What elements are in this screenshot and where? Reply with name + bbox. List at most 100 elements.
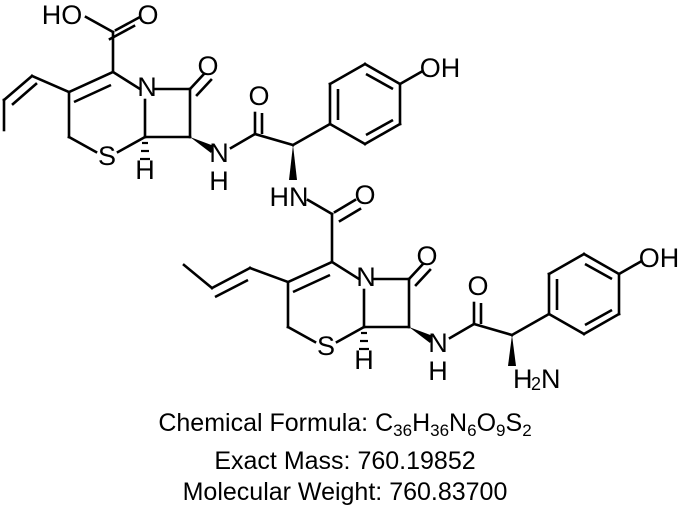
upper-glycine-hn-wedge-stereo	[289, 145, 297, 180]
upper-c6-h-hash-stereo	[140, 141, 150, 161]
label-bot-amide-o: O	[467, 271, 488, 301]
bond-ring-ch2-s	[67, 135, 98, 154]
label-bot-lactam-o: O	[416, 241, 437, 271]
bond-aryl-5	[363, 122, 402, 146]
bond-lower-propenyl-double-1	[210, 266, 252, 290]
bond-lower-ring-c2-n	[330, 260, 361, 281]
label-top-acid-o: O	[137, 0, 158, 30]
bond-lower-propenyl-to-ring	[248, 266, 290, 284]
wedge-lower-alpha-to-nh2	[508, 335, 516, 366]
bond-lower-ring-c3-c2-inner	[292, 273, 331, 294]
bond-lower-aryl-3-inner	[584, 262, 613, 281]
lower-dihydrothiazine-ring	[286, 260, 366, 344]
label-bot-phenol-oh: OH	[639, 243, 680, 273]
chemical-formula-value: C36H36N6O9S2	[375, 409, 532, 440]
label-mid-amide-o: O	[354, 180, 375, 210]
label-bot-amide-nh-n: N	[428, 328, 448, 358]
label-top-acid-ho: HO	[42, 0, 83, 30]
bond-ring-s-c6	[116, 135, 147, 154]
bond-aryl-2	[328, 62, 367, 86]
bond-lower-aryl-5	[582, 312, 621, 336]
bond-lower-lactam-co-2	[414, 268, 432, 287]
bond-lower-aryl-2	[547, 252, 586, 276]
molecular-weight-value: 760.83700	[389, 477, 508, 506]
exact-mass-value: 760.19852	[357, 446, 476, 475]
upper-cis-propenyl	[2, 74, 71, 132]
bond-bridge-co-2	[338, 207, 362, 223]
bond-lactam-co-2	[195, 78, 213, 97]
lower-hydroxyphenyl-ring	[547, 252, 642, 336]
label-top-lactam-o: O	[197, 51, 218, 81]
label-bot-amide-nh-h: H	[428, 356, 448, 386]
label-top-amide-o: O	[248, 81, 269, 111]
formula-element-count: 36	[393, 420, 413, 440]
upper-carboxylic-acid	[84, 15, 142, 74]
label-top-ring-s: S	[98, 141, 116, 171]
label-bot-ring-h: H	[354, 345, 374, 375]
bond-alpha-to-aryl	[291, 122, 332, 147]
bond-acid-co-2	[108, 24, 136, 41]
upper-dihydrothiazine-ring	[67, 70, 147, 154]
label-bot-ring-n: N	[356, 262, 376, 292]
label-bot-amine-n: N	[541, 364, 561, 394]
upper-c7-nh-wedge-stereo	[190, 137, 214, 153]
bond-acid-c-to-oh	[84, 15, 115, 34]
bond-lower-propenyl-double-2	[214, 278, 249, 299]
label-bot-amine-h: H	[513, 364, 533, 394]
formula-element-count: 2	[522, 420, 532, 440]
lower-c7-nh-wedge-stereo	[409, 327, 433, 343]
molecular-weight-line: Molecular Weight: 760.83700	[0, 477, 690, 508]
bond-lower-aryl-5-inner	[584, 308, 613, 327]
bond-lower-propenyl-methyl	[182, 263, 214, 290]
bond-aryl-3-inner	[365, 72, 394, 91]
wedge-lower-c7-to-nh	[409, 327, 433, 343]
lower-glycine-nh2-wedge-stereo	[508, 335, 516, 366]
formula-element-symbol: S	[505, 409, 523, 437]
bond-lactam-co-1	[188, 72, 206, 91]
bond-aryl-5-inner	[365, 118, 394, 137]
label-mid-hn: HN	[270, 182, 309, 212]
label-bot-amine-h2n: H 2 N	[513, 364, 561, 394]
formula-element-symbol: C	[375, 409, 394, 437]
label-top-amide-nh-n: N	[209, 138, 229, 168]
formula-element-symbol: H	[412, 409, 431, 437]
bond-ring-c3-c2-inner	[73, 83, 112, 104]
wedge-c7-to-nh	[190, 137, 214, 153]
label-top-phenol-oh: OH	[420, 53, 461, 83]
bond-amide-c-to-alpha	[253, 132, 295, 147]
formula-element-symbol: O	[476, 409, 497, 437]
bond-propenyl-to-ring	[30, 74, 71, 94]
bond-lower-ring-ch2-s	[286, 325, 317, 344]
bond-ring-c2-n	[111, 70, 142, 91]
label-top-amide-nh-h: H	[209, 166, 229, 196]
central-hn-amide-bridge	[306, 198, 362, 264]
label-top-ring-h: H	[135, 155, 155, 185]
lower-c6-h-hash-stereo	[359, 331, 369, 351]
formula-element-count: 6	[467, 420, 477, 440]
label-bot-amine-sub: 2	[531, 374, 541, 394]
bond-propenyl-double-2	[11, 82, 38, 106]
bond-lower-ring-s-c6	[335, 325, 366, 344]
bond-ring-c3-c2	[67, 70, 115, 94]
exact-mass-line: Exact Mass: 760.19852	[0, 446, 690, 477]
lower-beta-lactam-ring	[362, 262, 432, 329]
lower-amide-linker	[448, 301, 551, 340]
upper-amide-linker	[229, 111, 332, 150]
wedge-alpha-to-hn	[289, 145, 297, 180]
bond-acid-co-1	[114, 15, 142, 32]
molecular-weight-label: Molecular Weight:	[182, 477, 383, 506]
bond-lower-ring-c3-c2	[286, 260, 334, 284]
bond-lower-lactam-co-1	[407, 262, 425, 281]
bond-lower-aryl-3	[582, 252, 621, 276]
bond-lower-nh-to-amide-c	[448, 322, 476, 340]
formula-element-symbol: N	[449, 409, 468, 437]
formula-element-count: 9	[496, 420, 506, 440]
bond-nh-to-amide-c	[229, 132, 257, 150]
upper-beta-lactam-ring	[143, 72, 213, 139]
bond-propenyl-double-1	[2, 74, 34, 102]
lower-trans-propenyl	[182, 263, 290, 299]
upper-hydroxyphenyl-ring	[328, 62, 423, 146]
formula-element-count: 36	[430, 420, 450, 440]
